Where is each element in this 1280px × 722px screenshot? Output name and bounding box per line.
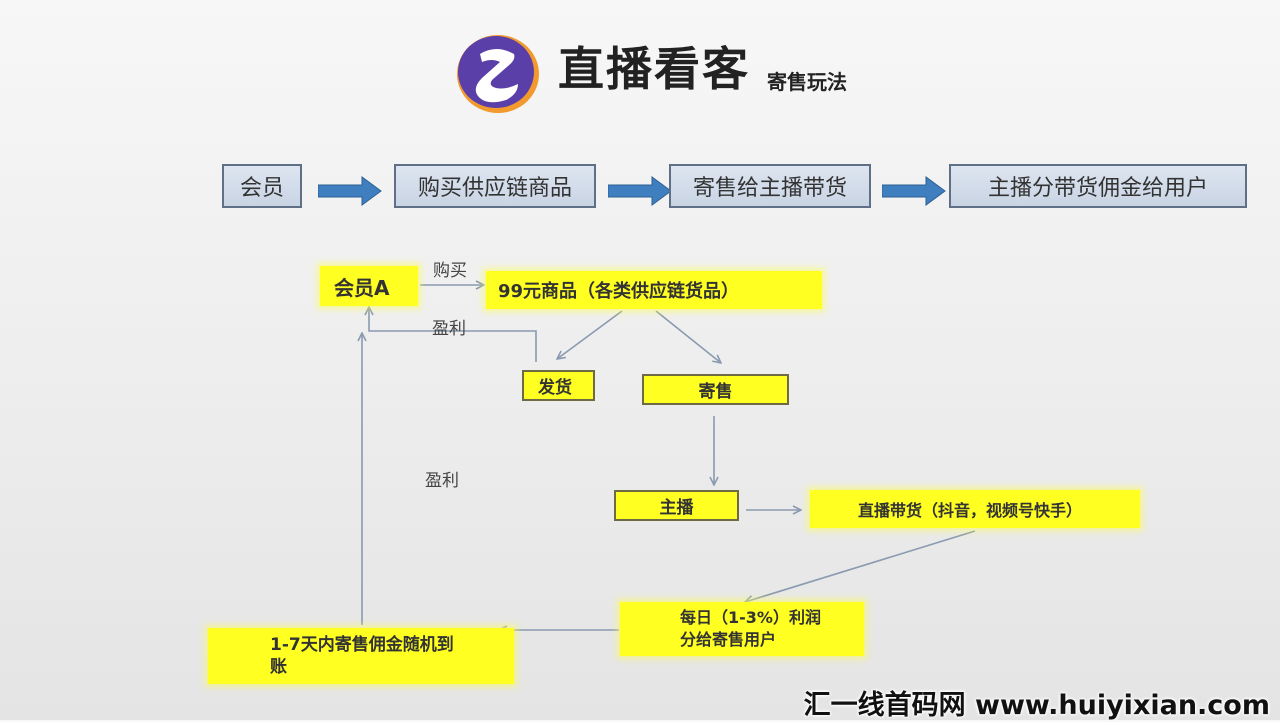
arrow-product-to-consign <box>655 310 721 363</box>
node-ship: 发货 <box>522 370 595 401</box>
process-step-buy-supply-chain: 购买供应链商品 <box>394 164 596 208</box>
label-profit-top: 盈利 <box>432 319 466 339</box>
app-subtitle: 寄售玩法 <box>767 70 847 94</box>
arrow-product-to-ship <box>557 310 623 359</box>
flow-arrow-icon <box>882 176 946 206</box>
flow-arrow-icon <box>608 176 672 206</box>
arrow-live-to-daily-profit <box>745 530 976 602</box>
node-product-99: 99元商品（各类供应链货品） <box>486 271 822 309</box>
daily-profit-line-1: 每日（1-3%）利润 <box>680 608 821 627</box>
node-commission-arrival: 1-7天内寄售佣金随机到 账 <box>208 628 514 684</box>
node-live-selling: 直播带货（抖音，视频号快手） <box>810 490 1140 528</box>
node-member-a: 会员A <box>320 266 418 306</box>
commission-line-2: 账 <box>270 657 287 677</box>
node-consign: 寄售 <box>642 374 789 405</box>
app-title: 直播看客 <box>558 42 750 96</box>
node-daily-profit: 每日（1-3%）利润 分给寄售用户 <box>620 602 864 656</box>
process-step-member: 会员 <box>222 164 302 208</box>
zhibo-kanke-logo-icon <box>457 35 539 113</box>
arrow-ship-profit-to-member <box>369 307 537 362</box>
daily-profit-line-2: 分给寄售用户 <box>680 630 777 649</box>
node-anchor: 主播 <box>614 490 739 521</box>
process-step-consign-to-anchor: 寄售给主播带货 <box>669 164 871 208</box>
label-purchase: 购买 <box>433 261 467 281</box>
commission-line-1: 1-7天内寄售佣金随机到 <box>270 635 454 655</box>
label-profit-left: 盈利 <box>425 471 459 491</box>
site-watermark: 汇一线首码网 www.huiyixian.com <box>803 689 1270 721</box>
process-step-commission-to-user: 主播分带货佣金给用户 <box>949 164 1247 208</box>
flow-arrow-icon <box>318 176 382 206</box>
